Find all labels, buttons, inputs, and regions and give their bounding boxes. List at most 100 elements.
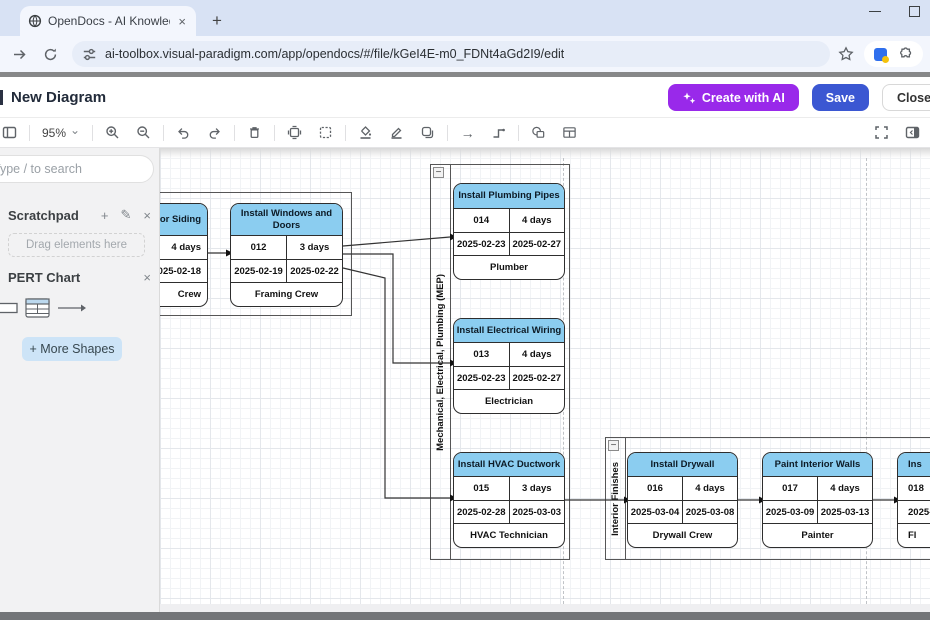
scratchpad-add-icon[interactable]: + — [100, 207, 109, 223]
node-start-date: 2025-03-04 — [630, 506, 680, 518]
horizontal-scrollbar[interactable] — [160, 604, 930, 612]
scratchpad-close-icon[interactable]: × — [143, 207, 151, 223]
straight-connector-icon[interactable]: → — [460, 124, 475, 141]
forward-icon[interactable] — [12, 46, 27, 62]
extensions-pill — [864, 41, 923, 67]
pert-chart-title: PERT Chart — [8, 270, 81, 285]
node-start-date: 2025-02-19 — [234, 265, 283, 277]
toggle-right-panel-icon[interactable] — [905, 125, 920, 140]
node-resource: Plumber — [489, 262, 528, 274]
zoom-out-icon[interactable] — [136, 125, 151, 140]
new-tab-button[interactable]: + — [212, 11, 222, 30]
node-resource: Drywall Crew — [652, 530, 713, 542]
site-settings-icon[interactable] — [82, 47, 97, 62]
url-omnibox[interactable]: ai-toolbox.visual-paradigm.com/app/opend… — [72, 41, 830, 67]
search-input[interactable] — [0, 155, 154, 183]
node-duration: 4 days — [817, 477, 872, 500]
browser-url-row: ai-toolbox.visual-paradigm.com/app/opend… — [0, 36, 930, 72]
fullscreen-icon[interactable] — [874, 125, 889, 140]
reload-icon[interactable] — [43, 46, 58, 62]
window-maximize-icon[interactable] — [909, 6, 920, 17]
node-start-date: 2025-02-28 — [456, 506, 506, 518]
extension-icon[interactable] — [874, 47, 889, 63]
undo-icon[interactable] — [176, 125, 191, 140]
elbow-connector-icon[interactable] — [491, 125, 506, 140]
tab-close-icon[interactable]: × — [178, 13, 186, 29]
url-text: ai-toolbox.visual-paradigm.com/app/opend… — [105, 47, 565, 61]
fill-color-icon[interactable] — [358, 125, 373, 140]
node-dates-row: 2025-02-18 — [160, 260, 207, 284]
create-with-ai-button[interactable]: Create with AI — [667, 84, 799, 111]
delete-icon[interactable] — [247, 125, 262, 140]
node-title: or Siding — [160, 204, 207, 236]
node-id-duration-row: 4 days — [160, 236, 207, 260]
page-title: New Diagram — [11, 88, 107, 106]
shape-panel: Scratchpad + ✎ × Drag elements here PERT… — [0, 148, 160, 612]
node-resource: Crew — [177, 289, 201, 301]
rectangle-shape-icon[interactable] — [0, 302, 18, 314]
node-title: Paint Interior Walls — [763, 453, 872, 477]
divider — [0, 72, 930, 77]
node-title: Ins — [898, 453, 930, 477]
node-duration: 4 days — [508, 209, 565, 232]
container-label-strip: Interior Finishes — [606, 438, 626, 559]
collapse-icon[interactable]: − — [608, 440, 619, 451]
node-start-date: 2025-02-23 — [456, 238, 506, 250]
more-shapes-button[interactable]: + More Shapes — [22, 337, 122, 361]
redo-icon[interactable] — [207, 125, 222, 140]
node-resource: Framing Crew — [254, 289, 319, 301]
node-dates-row: 2025-0 — [898, 501, 930, 525]
paste-style-icon[interactable] — [318, 125, 333, 140]
browser-tab[interactable]: OpenDocs - AI Knowledge Base × — [20, 6, 196, 36]
node-end-date: 2025-02-27 — [508, 366, 565, 390]
close-button[interactable]: Close — [882, 84, 930, 111]
node-duration: 4 days — [160, 236, 207, 259]
copy-style-icon[interactable] — [287, 125, 302, 140]
pert-node-shape-icon[interactable] — [25, 298, 50, 318]
zoom-in-icon[interactable] — [105, 125, 120, 140]
bottom-bar — [0, 612, 930, 620]
arrow-connector-shape-icon[interactable] — [57, 303, 87, 313]
node-title: Install Windows and Doors — [231, 204, 342, 236]
collapse-icon[interactable]: − — [433, 167, 444, 178]
scratchpad-edit-icon[interactable]: ✎ — [120, 207, 132, 222]
bookmark-star-icon[interactable] — [838, 46, 854, 62]
chevron-down-icon: ⌄ — [70, 123, 81, 137]
zoom-level-dropdown[interactable]: 95% ⌄ — [42, 123, 81, 140]
browser-tab-strip: OpenDocs - AI Knowledge Base × + — [0, 0, 930, 36]
node-end-date: 2025-03-13 — [817, 500, 872, 524]
node-resource: HVAC Technician — [470, 530, 548, 542]
scratchpad-title: Scratchpad — [8, 207, 79, 223]
node-resource: Painter — [801, 530, 834, 542]
line-color-icon[interactable] — [389, 125, 404, 140]
shapes-icon[interactable] — [531, 125, 546, 140]
canvas-top-shade — [160, 148, 930, 158]
window-minimize-icon[interactable] — [869, 10, 881, 13]
app-header: New Diagram Create with AI Save Close — [0, 77, 930, 118]
pert-chart-close-icon[interactable]: × — [143, 270, 151, 285]
sparkles-icon — [682, 91, 696, 105]
container-label: Interior Finishes — [610, 461, 621, 536]
save-button[interactable]: Save — [811, 84, 869, 111]
copy-shape-icon[interactable] — [420, 125, 435, 140]
table-icon[interactable] — [562, 125, 577, 140]
toggle-left-panel-icon[interactable] — [2, 125, 17, 140]
diagram-canvas[interactable]: Mechanical, Electrical, Plumbing (MEP)−I… — [160, 148, 930, 612]
scratchpad-dropzone[interactable]: Drag elements here — [8, 233, 145, 257]
puzzle-extensions-icon[interactable] — [897, 46, 913, 62]
zoom-level-value: 95% — [42, 125, 67, 140]
